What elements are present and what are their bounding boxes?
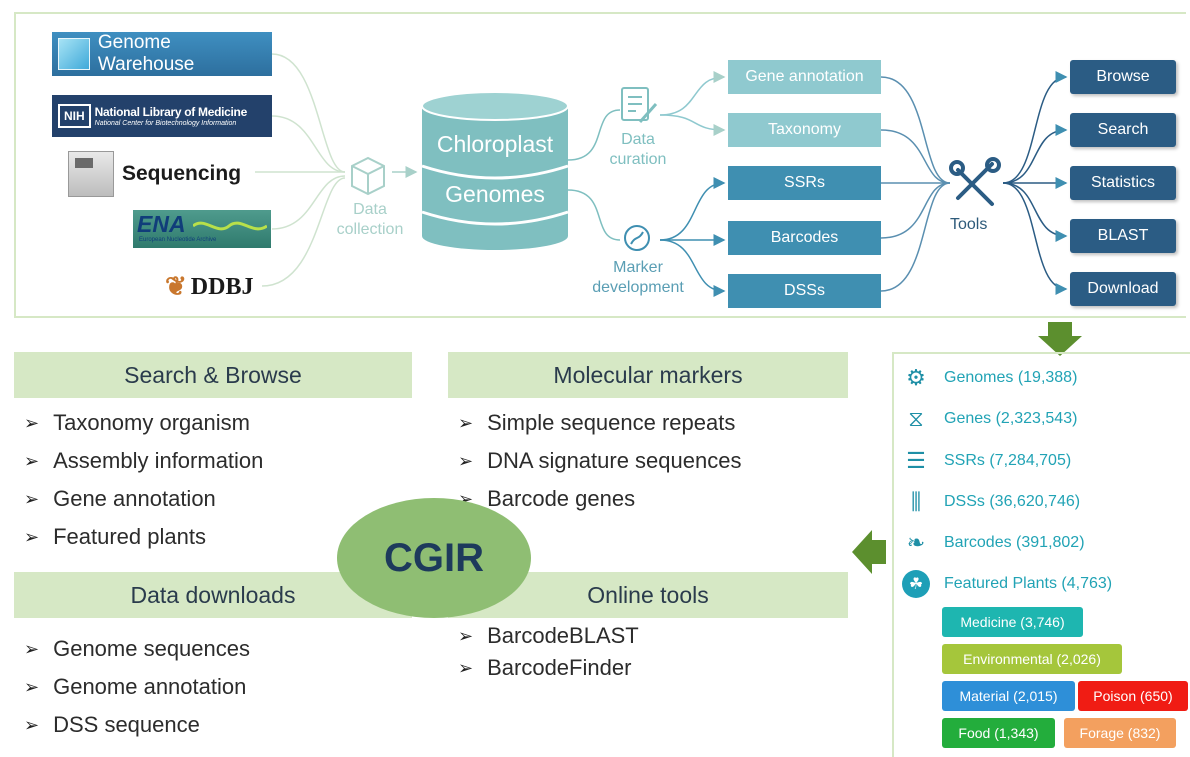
list-item: ➢Simple sequence repeats: [458, 404, 848, 442]
stat-barcodes: ❧Barcodes (391,802): [902, 528, 1085, 558]
tool-statistics[interactable]: Statistics: [1070, 166, 1176, 200]
list-item: ➢BarcodeBLAST: [458, 620, 848, 652]
panel-title: Search & Browse: [14, 352, 412, 398]
tag-forage[interactable]: Forage (832): [1064, 718, 1176, 748]
module-barcodes: Barcodes: [728, 221, 881, 255]
ddbj-label: DDBJ: [190, 273, 254, 300]
arrow-bullet-icon: ➢: [458, 658, 474, 678]
tag-food[interactable]: Food (1,343): [942, 718, 1055, 748]
list-item: ➢DSS sequence: [24, 706, 412, 744]
list-item: ➢Genome annotation: [24, 668, 412, 706]
sliders-icon: ⫼: [910, 489, 922, 514]
panel-molecular-markers: Molecular markers ➢Simple sequence repea…: [448, 352, 848, 544]
panel-search-browse: Search & Browse ➢Taxonomy organism ➢Asse…: [14, 352, 412, 549]
list-item: ➢DNA signature sequences: [458, 442, 848, 480]
database-label-line1: Chloroplast: [436, 131, 554, 157]
tag-poison[interactable]: Poison (650): [1078, 681, 1188, 711]
list-item: ➢Assembly information: [24, 442, 412, 480]
arrow-bullet-icon: ➢: [24, 451, 40, 471]
list-item: ➢Featured plants: [24, 518, 412, 556]
panel-data-downloads: Data downloads ➢Genome sequences ➢Genome…: [14, 572, 412, 757]
genome-warehouse-label: Genome Warehouse: [97, 32, 195, 75]
sequencing-source: Sequencing: [68, 150, 278, 198]
list-item: ➢Barcode genes: [458, 480, 848, 518]
dna-icon: ❦: [165, 272, 187, 301]
module-gene-annotation: Gene annotation: [728, 60, 881, 94]
nlm-title: National Library of Medicine: [94, 104, 248, 119]
tools-label: Tools: [950, 216, 988, 233]
tool-search[interactable]: Search: [1070, 113, 1176, 147]
genome-warehouse-logo: Genome Warehouse: [52, 32, 272, 76]
arrow-bullet-icon: ➢: [24, 527, 40, 547]
list-item: ➢Genome sequences: [24, 630, 412, 668]
stat-genes: ⧖Genes (2,323,543): [902, 404, 1077, 434]
ddbj-logo: ❦ DDBJ: [165, 270, 275, 304]
workflow-frame: [14, 12, 1186, 318]
wave-icon: [193, 221, 267, 231]
arrow-bullet-icon: ➢: [458, 626, 474, 646]
stat-featured-plants: ☘Featured Plants (4,763): [902, 569, 1112, 599]
list-item: ➢BarcodeFinder: [458, 652, 848, 684]
genome-icon: ⚙: [906, 365, 926, 390]
sequencing-label: Sequencing: [122, 162, 242, 185]
tool-blast[interactable]: BLAST: [1070, 219, 1176, 253]
nlm-subtitle: National Center for Biotechnology Inform…: [94, 119, 237, 127]
arrow-bullet-icon: ➢: [24, 639, 40, 659]
ena-subtitle: European Nucleotide Archive: [139, 237, 217, 243]
list-item: ➢Gene annotation: [24, 480, 412, 518]
stat-dsss: ⫼DSSs (36,620,746): [902, 487, 1080, 517]
tool-download[interactable]: Download: [1070, 272, 1176, 306]
panel-title: Molecular markers: [448, 352, 848, 398]
tag-material[interactable]: Material (2,015): [942, 681, 1075, 711]
stat-ssrs: ☰SSRs (7,284,705): [902, 446, 1071, 476]
arrow-bullet-icon: ➢: [24, 677, 40, 697]
arrow-bullet-icon: ➢: [458, 413, 474, 433]
module-dsss: DSSs: [728, 274, 881, 308]
panel-online-tools: Online tools ➢BarcodeBLAST ➢BarcodeFinde…: [448, 572, 848, 757]
cgir-center: CGIR: [337, 498, 531, 618]
module-ssrs: SSRs: [728, 166, 881, 200]
database-icon: [421, 91, 569, 250]
tool-browse[interactable]: Browse: [1070, 60, 1176, 94]
nih-badge: NIH: [58, 104, 91, 128]
list-icon: ☰: [906, 448, 926, 473]
cube-icon: [58, 38, 90, 70]
arrow-bullet-icon: ➢: [458, 451, 474, 471]
module-taxonomy: Taxonomy: [728, 113, 881, 147]
tag-environmental[interactable]: Environmental (2,026): [942, 644, 1122, 674]
tag-medicine[interactable]: Medicine (3,746): [942, 607, 1083, 637]
dna-helix-icon: ⧖: [908, 406, 924, 431]
arrow-bullet-icon: ➢: [24, 413, 40, 433]
ena-logo: ENA European Nucleotide Archive: [133, 210, 271, 248]
arrow-bullet-icon: ➢: [24, 489, 40, 509]
leaf-icon: ❧: [906, 530, 926, 555]
nlm-logo: NIH National Library of Medicine Nationa…: [52, 95, 272, 137]
arrow-bullet-icon: ➢: [24, 715, 40, 735]
database-label-line2: Genomes: [445, 181, 545, 207]
stats-panel: [892, 352, 1190, 757]
ena-label: ENA: [137, 211, 186, 237]
list-item: ➢Taxonomy organism: [24, 404, 412, 442]
globe-icon: ☘: [902, 570, 930, 598]
sequencer-icon: [68, 151, 114, 197]
stat-genomes: ⚙Genomes (19,388): [902, 363, 1077, 393]
